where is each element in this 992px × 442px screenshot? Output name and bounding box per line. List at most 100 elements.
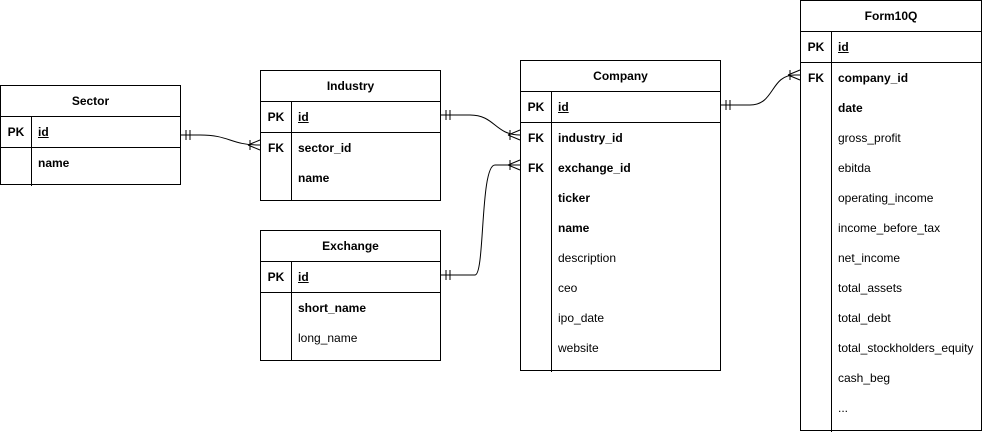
field-name: id (838, 40, 849, 54)
field-name: income_before_tax (838, 221, 941, 235)
field-name: ebitda (838, 161, 871, 175)
field-row[interactable]: FK company_id (801, 63, 981, 93)
field-name: short_name (298, 301, 367, 315)
key-label (521, 333, 551, 363)
field-name: website (558, 341, 599, 355)
pk-section: PK id (801, 32, 981, 63)
key-label (261, 163, 291, 193)
field-row[interactable]: name (261, 163, 440, 193)
field-row[interactable]: name (1, 148, 180, 178)
key-label: FK (528, 131, 544, 145)
field-name: name (38, 156, 70, 170)
key-label (521, 183, 551, 213)
relation-company-form10q[interactable] (721, 69, 801, 110)
field-row[interactable]: FK sector_id (261, 133, 440, 163)
pk-section: PK id (521, 92, 720, 123)
pk-row[interactable]: PK id (1, 117, 180, 147)
key-label (1, 148, 31, 178)
field-row[interactable]: net_income (801, 243, 981, 273)
entity-title: Industry (261, 71, 440, 102)
relation-sector-industry[interactable] (181, 130, 261, 151)
key-label (801, 243, 831, 273)
field-row[interactable]: name (521, 213, 720, 243)
field-name: ... (838, 401, 849, 415)
field-row[interactable]: website (521, 333, 720, 363)
relation-exchange-company[interactable] (441, 159, 521, 280)
field-name: industry_id (558, 131, 623, 145)
pk-section: PK id (1, 117, 180, 148)
key-label (521, 213, 551, 243)
relation-industry-company[interactable] (441, 110, 521, 141)
field-name: cash_beg (838, 371, 891, 385)
fields-section: short_name long_name (261, 293, 440, 361)
field-row[interactable]: long_name (261, 323, 440, 353)
entity-title: Exchange (261, 231, 440, 262)
field-row[interactable]: operating_income (801, 183, 981, 213)
field-row[interactable]: gross_profit (801, 123, 981, 153)
key-label: FK (528, 161, 544, 175)
pk-row[interactable]: PK id (261, 102, 440, 132)
field-row[interactable]: ceo (521, 273, 720, 303)
key-label (521, 243, 551, 273)
field-row[interactable]: ipo_date (521, 303, 720, 333)
entity-sector[interactable]: Sector PK id name (0, 85, 181, 186)
field-name: sector_id (298, 141, 352, 155)
field-row[interactable]: date (801, 93, 981, 123)
key-label (801, 213, 831, 243)
key-label (261, 323, 291, 353)
field-row[interactable]: total_assets (801, 273, 981, 303)
entity-title: Form10Q (801, 1, 981, 32)
key-label: PK (807, 40, 825, 54)
key-label (801, 303, 831, 333)
field-row[interactable]: ebitda (801, 153, 981, 183)
pk-row[interactable]: PK id (801, 32, 981, 62)
key-label: FK (808, 71, 824, 85)
field-name: net_income (838, 251, 901, 265)
key-label (801, 273, 831, 303)
field-name: id (558, 100, 569, 114)
key-label: FK (268, 141, 284, 155)
entity-industry[interactable]: Industry PK id FK sector_id name (260, 70, 441, 201)
key-label (801, 153, 831, 183)
field-name: description (558, 251, 617, 265)
fields-section: FK company_id date gross_profit ebitda op… (801, 63, 981, 432)
field-name: id (298, 110, 309, 124)
field-row[interactable]: income_before_tax (801, 213, 981, 243)
fields-section: name (1, 148, 180, 186)
field-name: id (38, 125, 49, 139)
key-label: PK (267, 270, 285, 284)
entity-form10q[interactable]: Form10Q PK id FK company_id date gross_pr… (800, 0, 982, 432)
field-name: ceo (558, 281, 578, 295)
field-name: gross_profit (838, 131, 901, 145)
field-row[interactable]: ticker (521, 183, 720, 213)
field-name: total_assets (838, 281, 903, 295)
field-name: long_name (298, 331, 358, 345)
pk-section: PK id (261, 262, 440, 293)
key-label (801, 123, 831, 153)
field-row[interactable]: ... (801, 393, 981, 423)
field-row[interactable]: cash_beg (801, 363, 981, 393)
key-label (801, 363, 831, 393)
entity-exchange[interactable]: Exchange PK id short_name long_name (260, 230, 441, 361)
key-label (801, 393, 831, 423)
field-name: exchange_id (558, 161, 631, 175)
key-label (801, 93, 831, 123)
field-name: ipo_date (558, 311, 605, 325)
field-name: date (838, 101, 863, 115)
field-name: operating_income (838, 191, 934, 205)
key-label: PK (7, 125, 25, 139)
field-row[interactable]: total_debt (801, 303, 981, 333)
field-row[interactable]: total_stockholders_equity (801, 333, 981, 363)
field-name: name (558, 221, 590, 235)
field-row[interactable]: description (521, 243, 720, 273)
field-name: company_id (838, 71, 909, 85)
entity-title: Company (521, 61, 720, 92)
field-row[interactable]: FK exchange_id (521, 153, 720, 183)
field-row[interactable]: short_name (261, 293, 440, 323)
entity-company[interactable]: Company PK id FK industry_id FK exchange_i… (520, 60, 721, 372)
key-label (801, 333, 831, 363)
field-row[interactable]: FK industry_id (521, 123, 720, 153)
pk-row[interactable]: PK id (261, 262, 440, 292)
pk-row[interactable]: PK id (521, 92, 720, 122)
field-name: id (298, 270, 309, 284)
